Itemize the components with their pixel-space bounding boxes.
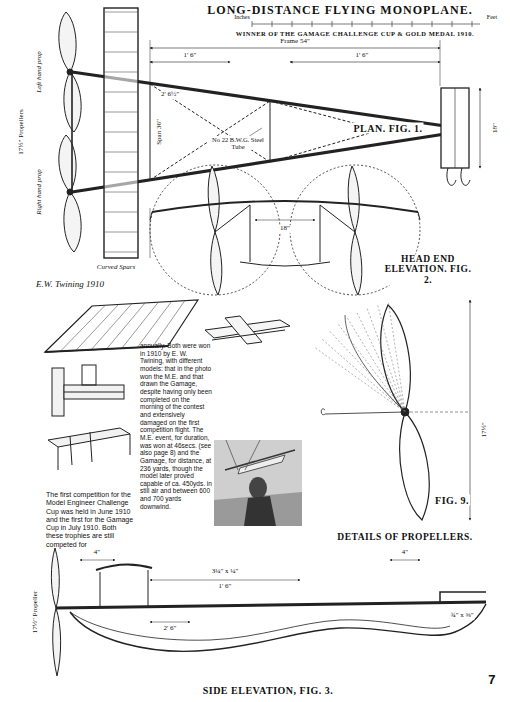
propeller xyxy=(59,12,81,252)
figure-title: WINNER OF THE GAMAGE CHALLENGE CUP & GOL… xyxy=(235,30,476,37)
dimension-label: Inches xyxy=(233,14,251,21)
dimension-label: Feet xyxy=(486,14,498,21)
dimension-label: 4" xyxy=(401,549,409,557)
dimension-label: Right hand prop xyxy=(36,168,44,216)
propeller-detail xyxy=(316,300,470,520)
dimension-label: Frame 54" xyxy=(279,38,311,46)
dimension-label: Curved Spars xyxy=(96,264,136,272)
dimension-label: 2' 6" xyxy=(163,625,178,633)
caption-text: The first competition for the Model Engi… xyxy=(46,491,134,549)
dimension-label: 1' 6" xyxy=(183,52,198,60)
dimension-label: 3¼" x ¼" xyxy=(211,568,240,576)
figure-title: HEAD END ELEVATION. FIG. 2. xyxy=(382,254,474,285)
dimension-label: E.W. Twining 1910 xyxy=(35,280,105,290)
main-plane xyxy=(104,8,138,258)
dimension-label: 17½" Propellers xyxy=(18,108,26,155)
dimension-label: Left hand prop xyxy=(36,50,44,93)
page-number: 7 xyxy=(487,673,497,687)
figure-title: FIG. 9. xyxy=(434,495,470,506)
dimension-label: 17½" Propeller xyxy=(32,590,40,635)
dimension-label: Span 36" xyxy=(156,118,164,146)
dimension-label: 1' 6" xyxy=(355,52,370,60)
dimension-label: No 22 B.W.G. Steel Tube xyxy=(207,136,269,150)
dimension-label: 2' 6½" xyxy=(160,91,180,99)
joint-detail xyxy=(48,365,130,470)
dimension-label: ¾" x ⅜" xyxy=(449,612,474,620)
figure-title: SIDE ELEVATION, FIG. 3. xyxy=(202,685,335,696)
dimension-label: 18" xyxy=(492,122,500,134)
dimension-label: 4" xyxy=(93,549,101,557)
dimension-label: 1' 6" xyxy=(218,583,233,591)
photo xyxy=(214,440,302,526)
figure-title: DETAILS OF PROPELLERS. xyxy=(336,532,473,542)
dimension-label: 18" xyxy=(279,225,291,233)
dimension-label: 17½" xyxy=(481,421,489,438)
caption-text: annually. Both were won in 1910 by E. W.… xyxy=(140,342,212,510)
head-elevation xyxy=(150,165,420,295)
side-elevation xyxy=(51,548,486,676)
figure-title: PLAN. FIG. 1. xyxy=(353,123,424,134)
